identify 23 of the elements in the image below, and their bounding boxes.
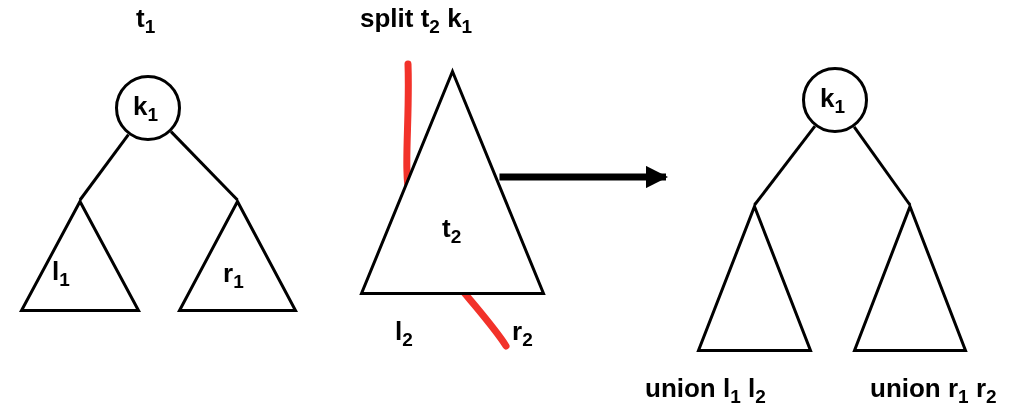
text-label: r$_{2}$	[512, 318, 533, 349]
tree-edge	[169, 130, 239, 202]
text-label: split t$_{2}$ k$_{1}$	[360, 5, 473, 36]
subtree-triangle	[178, 200, 297, 312]
node-label: l$_{1}$	[52, 258, 70, 289]
node-label: k$_{1}$	[133, 93, 159, 124]
text-label: t$_{1}$	[136, 5, 156, 36]
subtree-triangle	[853, 205, 967, 352]
node-label: t$_{2}$	[442, 215, 462, 246]
subtree-caption: union r$_{1}$ r$_{2}$	[870, 375, 997, 406]
tree-edge	[753, 125, 817, 206]
subtree-triangle	[697, 205, 812, 352]
tree-node-circle	[115, 75, 181, 141]
tree-node-circle	[802, 67, 868, 133]
node-label: k$_{1}$	[820, 85, 846, 116]
tree-edge	[78, 133, 130, 201]
tree-edge	[852, 125, 912, 206]
arrow	[499, 165, 669, 189]
node-label: r$_{1}$	[223, 260, 244, 291]
subtree-triangle	[360, 70, 545, 295]
subtree-triangle	[20, 200, 140, 312]
subtree-caption: union l$_{1}$ l$_{2}$	[645, 375, 766, 406]
text-label: l$_{2}$	[395, 318, 413, 349]
